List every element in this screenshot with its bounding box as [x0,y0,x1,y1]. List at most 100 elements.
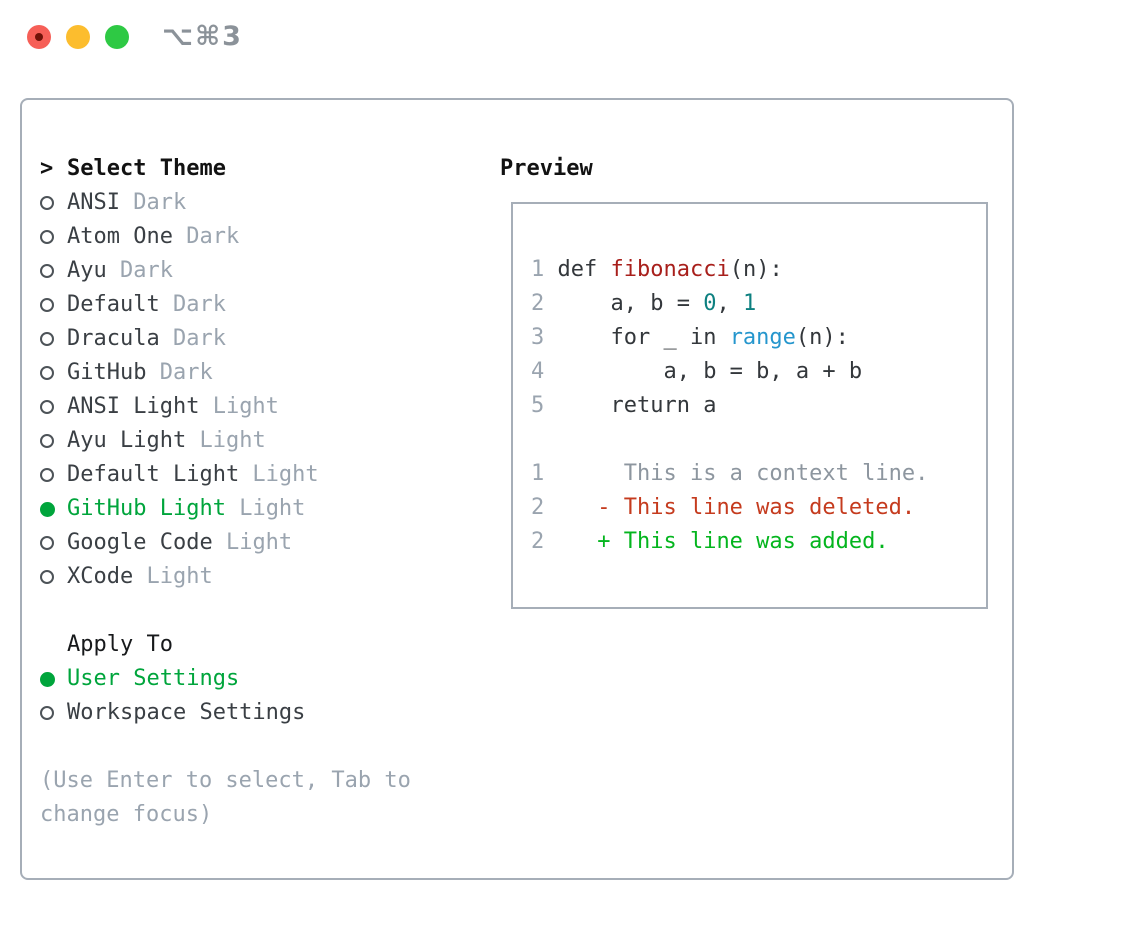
radio-selected-icon [40,671,67,687]
theme-option-github-light[interactable]: GitHub Light Light [40,492,474,526]
code-segment: a, b = [557,291,704,316]
apply-to-header: Apply To [40,628,474,662]
theme-variant: Light [212,530,293,555]
prompt-icon: > [40,156,54,181]
theme-option-default[interactable]: Default Dark [40,288,474,322]
apply-option-workspace-settings[interactable]: Workspace Settings [40,696,474,730]
theme-name: Google Code [67,530,213,555]
radio-icon [40,570,67,584]
theme-name: GitHub [67,360,147,385]
code-segment: (n): [729,257,783,282]
theme-variant: Dark [172,224,240,249]
radio-icon [40,298,67,312]
code-segment: - This line was deleted. [557,495,916,520]
theme-option-ansi[interactable]: ANSI Dark [40,186,474,220]
radio-icon [40,196,67,210]
radio-icon [40,706,67,720]
code-segment: 0 [703,291,717,316]
radio-icon [40,366,67,380]
radio-icon [40,400,67,414]
code-segment: return a [557,393,717,418]
code-segment: (n): [795,325,849,350]
theme-name: Dracula [67,326,160,351]
theme-variant: Light [186,428,266,453]
theme-option-ayu[interactable]: Ayu Dark [40,254,474,288]
theme-name: XCode [67,564,134,589]
code-segment: 1 [742,291,757,316]
theme-name: Ayu [67,258,107,283]
theme-name: Atom One [67,224,173,249]
theme-variant: Light [225,496,306,521]
theme-name: ANSI Light [67,394,200,419]
theme-name: Default [67,292,160,317]
code-line: 4 a, b = b, a + b [531,355,968,389]
line-number: 1 [531,257,558,282]
apply-option-user-settings[interactable]: User Settings [40,662,474,696]
radio-icon [40,230,67,244]
select-theme-title: Select Theme [67,156,226,181]
code-line: 2 - This line was deleted. [531,491,968,525]
radio-icon [40,264,67,278]
code-line: 5 return a [531,389,968,423]
theme-option-dracula[interactable]: Dracula Dark [40,322,474,356]
code-line: 2 a, b = 0, 1 [531,287,968,321]
theme-option-xcode[interactable]: XCode Light [40,560,474,594]
line-number: 2 [531,291,558,316]
code-segment: a, b = b, a + b [557,359,863,384]
code-line: 1 def fibonacci(n): [531,253,968,287]
line-number: 5 [531,393,558,418]
theme-variant: Light [199,394,279,419]
theme-variant: Light [133,564,213,589]
radio-icon [40,536,67,550]
theme-option-github[interactable]: GitHub Dark [40,356,474,390]
apply-option-label: User Settings [67,666,240,691]
theme-option-atom-one[interactable]: Atom One Dark [40,220,474,254]
code-segment: def [557,257,611,282]
theme-variant: Dark [159,292,226,317]
theme-option-google-code[interactable]: Google Code Light [40,526,474,560]
theme-variant: Dark [159,326,226,351]
window-titlebar: ⌥⌘3 [0,0,1140,75]
select-theme-header: > Select Theme [40,152,474,186]
theme-option-ayu-light[interactable]: Ayu Light Light [40,424,474,458]
line-number: 1 [531,461,558,486]
code-line: 2 + This line was added. [531,525,968,559]
theme-name: ANSI [67,190,120,215]
line-number: 2 [531,529,558,554]
line-number [531,427,558,452]
theme-option-ansi-light[interactable]: ANSI Light Light [40,390,474,424]
code-segment: , [716,291,743,316]
preview-title: Preview [500,156,593,181]
code-line: 3 for _ in range(n): [531,321,968,355]
radio-icon [40,468,67,482]
radio-icon [40,434,67,448]
radio-icon [40,332,67,346]
minimize-button[interactable] [66,25,90,49]
apply-to-title: Apply To [67,632,173,657]
zoom-button[interactable] [105,25,129,49]
close-button[interactable] [27,25,51,49]
apply-option-label: Workspace Settings [67,700,306,725]
code-segment: range [729,325,796,350]
code-segment: for _ in [557,325,730,350]
code-segment: fibonacci [610,257,730,282]
radio-selected-icon [40,501,67,517]
code-segment: This is a context line. [557,461,929,486]
code-line: 1 This is a context line. [531,457,968,491]
keyboard-hint: (Use Enter to select, Tab to change focu… [40,768,411,827]
theme-name: Ayu Light [67,428,187,453]
line-number: 4 [531,359,558,384]
theme-variant: Dark [119,190,187,215]
line-number: 2 [531,495,558,520]
code-line-blank [531,423,968,457]
theme-variant: Dark [106,258,173,283]
code-segment: + This line was added. [557,529,889,554]
theme-option-default-light[interactable]: Default Light Light [40,458,474,492]
theme-name: GitHub Light [67,496,226,521]
theme-name: Default Light [67,462,240,487]
theme-variant: Dark [146,360,213,385]
window-title: ⌥⌘3 [162,21,243,52]
